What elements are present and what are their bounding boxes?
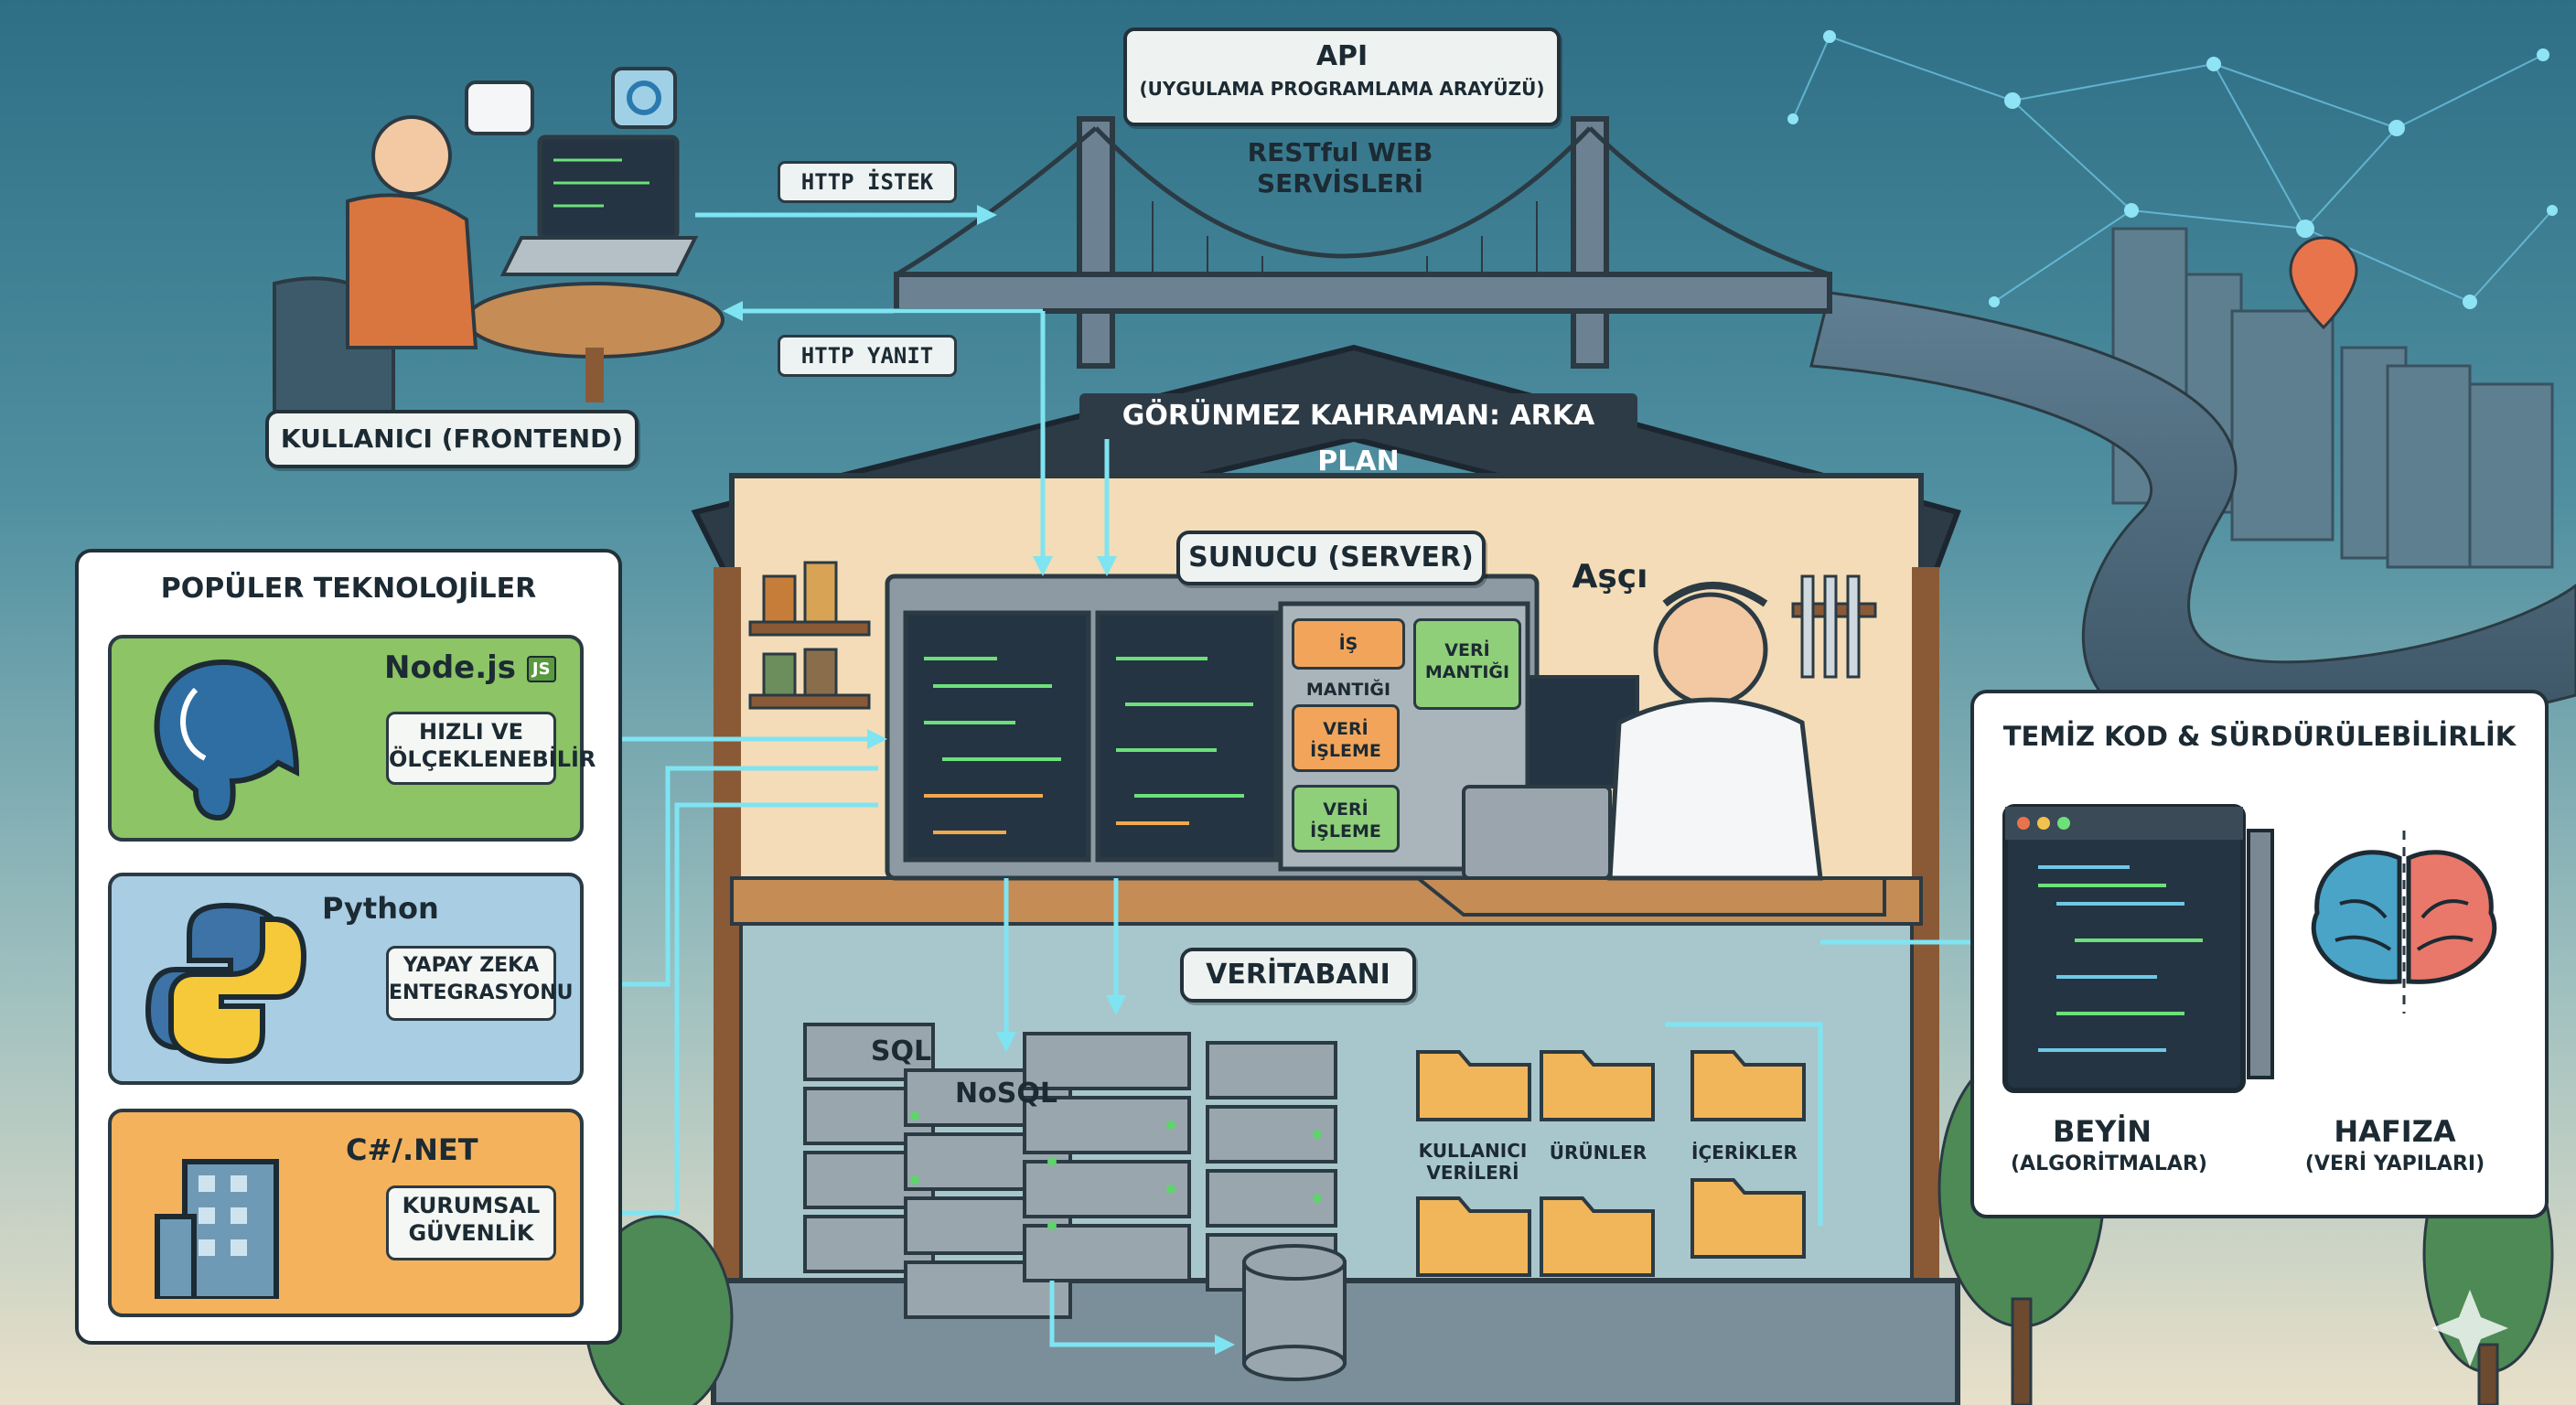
folder-label: ÜRÜNLER <box>1549 1142 1648 1164</box>
tech-name: Python <box>322 891 439 926</box>
api-subtitle: (UYGULAMA PROGRAMLAMA ARAYÜZÜ) <box>1139 78 1545 100</box>
db-cylinder-icon <box>1242 1244 1347 1381</box>
database-label: VERİTABANI <box>1180 948 1416 1003</box>
code-editor-icon <box>2002 804 2274 1093</box>
folder-label: İÇERİKLER <box>1691 1142 1798 1164</box>
clean-code-panel: TEMİZ KOD & SÜRDÜRÜLEBİLİRLİK BEYİN (ALG… <box>1970 690 2549 1218</box>
http-request-label: HTTP İSTEK <box>778 161 957 203</box>
elephant-icon <box>154 659 300 821</box>
technologies-title: POPÜLER TEKNOLOJİLER <box>160 573 537 605</box>
location-pin-icon <box>2289 236 2358 330</box>
tech-card-csharp: C#/.NET KURUMSAL GÜVENLİK <box>108 1109 584 1317</box>
tech-name-text: Node.js <box>384 649 517 686</box>
http-response-label: HTTP YANIT <box>778 335 957 377</box>
brain-title: BEYİN <box>2052 1114 2152 1149</box>
restful-label: RESTful WEB SERVİSLERİ <box>1247 137 1433 198</box>
gear-icon <box>611 67 677 129</box>
sql-label: SQL <box>870 1035 932 1067</box>
memory-title: HAFIZA <box>2334 1114 2456 1149</box>
python-icon <box>145 902 307 1065</box>
tech-card-python: Python YAPAY ZEKA ENTEGRASYONU <box>108 873 584 1085</box>
tech-name: Node.js JS <box>384 649 556 686</box>
brain-icon <box>2311 831 2497 1014</box>
server-label: SUNUCU (SERVER) <box>1176 531 1486 585</box>
tech-card-nodejs: Node.js JS HIZLI VE ÖLÇEKLENEBİLİR <box>108 635 596 842</box>
server-module: VERİ İŞLEME <box>1292 785 1400 853</box>
chef-desk <box>1412 582 1886 917</box>
flow-arrows <box>613 212 1985 1347</box>
chef-label: Aşçı <box>1572 558 1648 595</box>
network-nodes <box>1787 30 2558 309</box>
backend-banner: GÖRÜNMEZ KAHRAMAN: ARKA PLAN <box>1079 393 1637 477</box>
tech-name: C#/.NET <box>346 1132 478 1167</box>
sparkle-icon <box>2431 1290 2508 1367</box>
tech-desc: HIZLI VE ÖLÇEKLENEBİLİR <box>386 712 596 785</box>
building-icon <box>155 1159 279 1299</box>
jar-shelf <box>748 561 871 710</box>
folder-icons <box>1416 1050 1806 1277</box>
nosql-label: NoSQL <box>955 1078 1057 1110</box>
tech-desc: KURUMSAL GÜVENLİK <box>386 1185 556 1260</box>
js-badge: JS <box>526 656 556 682</box>
technologies-panel: POPÜLER TEKNOLOJİLER Node.js JS HIZLI VE… <box>75 549 622 1345</box>
bridge <box>894 116 1832 369</box>
api-label: API (UYGULAMA PROGRAMLAMA ARAYÜZÜ) <box>1123 27 1561 126</box>
server-module: İŞ MANTIĞI <box>1292 618 1405 700</box>
user-label: KULLANICI (FRONTEND) <box>265 410 639 468</box>
folder-label: KULLANICI VERİLERİ <box>1418 1140 1528 1184</box>
knife-rack <box>1791 574 1877 679</box>
brain-subtitle: (ALGORİTMALAR) <box>2011 1153 2207 1175</box>
chat-bubble-icon <box>465 80 534 135</box>
api-title: API <box>1315 40 1368 72</box>
memory-subtitle: (VERİ YAPILARI) <box>2304 1153 2485 1175</box>
server-module: VERİ MANTIĞI <box>1413 618 1521 710</box>
tech-desc: YAPAY ZEKA ENTEGRASYONU <box>386 946 573 1021</box>
clean-code-title: TEMİZ KOD & SÜRDÜRÜLEBİLİRLİK <box>2002 721 2517 752</box>
server-module: VERİ İŞLEME <box>1292 704 1400 772</box>
memory-label: HAFIZA (VERİ YAPILARI) <box>2285 1114 2505 1175</box>
user-illustration <box>273 115 724 423</box>
brain-label: BEYİN (ALGORİTMALAR) <box>2011 1114 2207 1175</box>
